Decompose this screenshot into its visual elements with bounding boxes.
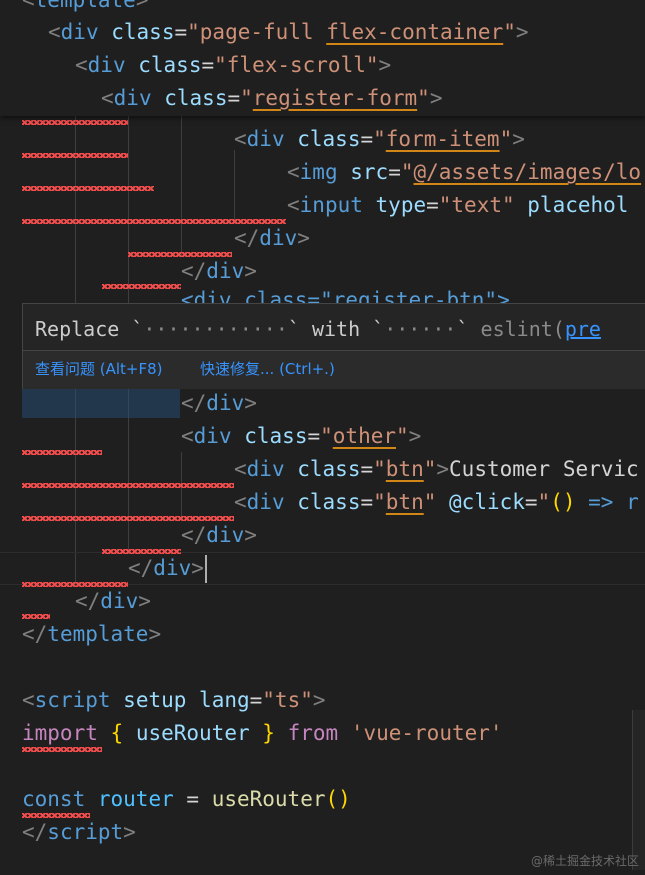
- error-squiggle: [102, 549, 181, 554]
- error-squiggle: [22, 153, 128, 158]
- text-cursor: [205, 555, 207, 583]
- error-range-highlight: [22, 387, 180, 418]
- error-squiggle: [22, 516, 234, 521]
- indent-guide: [234, 150, 235, 222]
- hover-message: Replace `············` with `······` esl…: [35, 317, 601, 341]
- sticky-line-register-form[interactable]: <div class="register-form">: [101, 86, 443, 110]
- error-squiggle: [102, 284, 181, 289]
- error-squiggle: [22, 582, 128, 587]
- code-line-img[interactable]: <img src="@/assets/images/lo: [287, 160, 642, 184]
- sticky-line-template[interactable]: <template>: [22, 0, 149, 12]
- code-line-script-close[interactable]: </script>: [22, 820, 136, 844]
- error-squiggle: [22, 120, 128, 125]
- code-line-form-item[interactable]: <div class="form-item">: [234, 127, 525, 151]
- code-line-close-div[interactable]: </div>: [75, 589, 151, 613]
- code-line-btn-click[interactable]: <div class="btn" @click="() => r: [234, 490, 639, 514]
- eslint-hover-popup[interactable]: Replace `············` with `······` esl…: [22, 303, 645, 389]
- error-squiggle: [22, 219, 286, 224]
- sticky-line-flex-scroll[interactable]: <div class="flex-scroll">: [75, 53, 392, 77]
- error-squiggle: [22, 450, 102, 455]
- code-line-script-open[interactable]: <script setup lang="ts">: [22, 688, 326, 712]
- code-line-btn-customer[interactable]: <div class="btn">Customer Servic: [234, 457, 639, 481]
- code-line-close-div-current[interactable]: </div>: [128, 556, 204, 580]
- indent-guide: [181, 116, 182, 256]
- side-panel-edge: [632, 710, 645, 870]
- watermark: @稀土掘金技术社区: [530, 854, 639, 868]
- quick-fix-action[interactable]: 快速修复... (Ctrl+.): [200, 360, 335, 378]
- code-line-close-div[interactable]: </div>: [181, 259, 257, 283]
- code-line-other[interactable]: <div class="other">: [181, 424, 422, 448]
- code-line-input[interactable]: <input type="text" placehol: [287, 193, 629, 217]
- view-problem-action[interactable]: 查看问题 (Alt+F8): [35, 360, 163, 378]
- sticky-line-page-full[interactable]: <div class="page-full flex-container">: [48, 20, 529, 44]
- error-squiggle: [128, 252, 232, 257]
- eslint-rule-link[interactable]: pre: [564, 317, 601, 341]
- hover-status-bar: 查看问题 (Alt+F8) 快速修复... (Ctrl+.): [23, 350, 645, 389]
- code-line-import[interactable]: import { useRouter } from 'vue-router': [22, 721, 503, 745]
- code-line-close-div[interactable]: </div>: [181, 523, 257, 547]
- error-squiggle: [22, 483, 234, 488]
- code-line-close-div[interactable]: </div>: [181, 391, 257, 415]
- sticky-scroll-header[interactable]: <template> <div class="page-full flex-co…: [0, 0, 645, 116]
- error-squiggle: [22, 813, 90, 818]
- code-line-close-template[interactable]: </template>: [22, 622, 162, 646]
- code-line-close-div[interactable]: </div>: [234, 226, 310, 250]
- error-squiggle: [22, 747, 102, 752]
- error-squiggle: [22, 186, 154, 191]
- current-line-highlight: [0, 552, 645, 585]
- code-line-const-router[interactable]: const router = useRouter(): [22, 787, 351, 811]
- error-squiggle: [22, 614, 50, 619]
